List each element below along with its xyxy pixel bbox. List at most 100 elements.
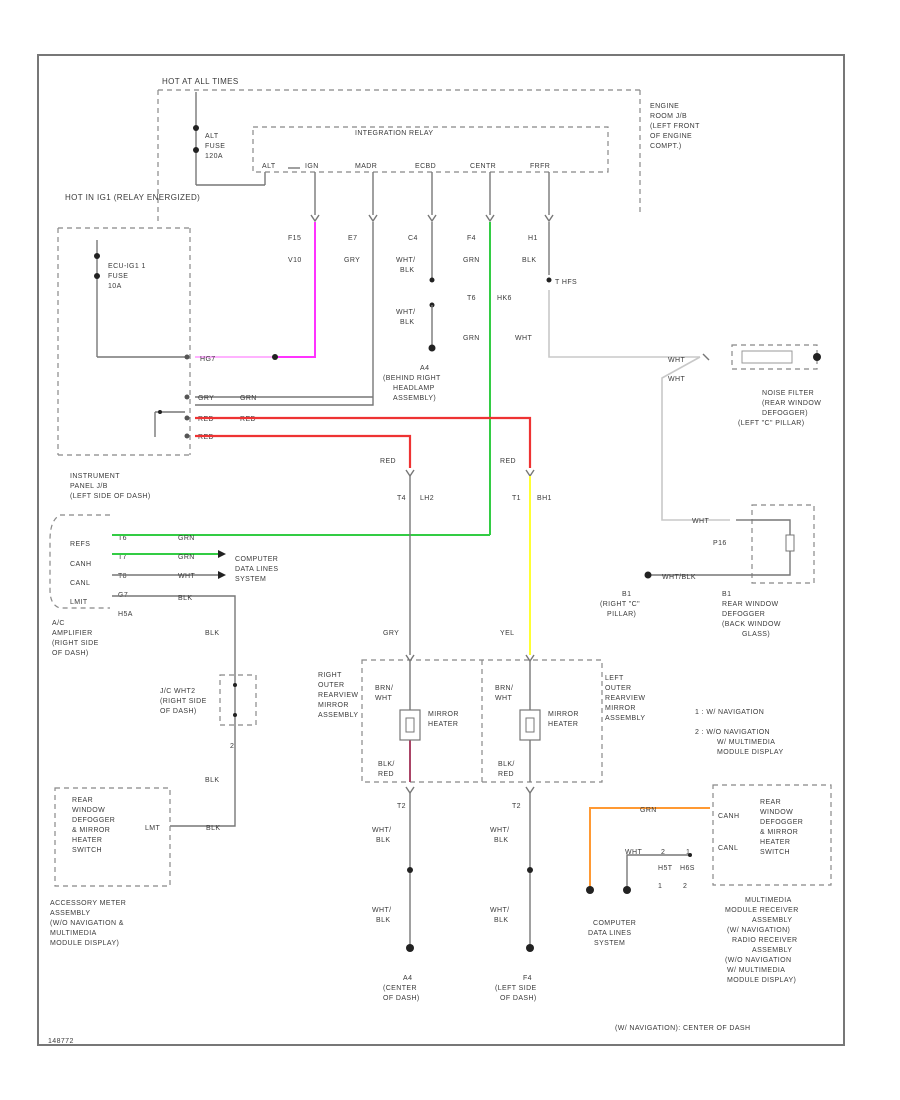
- mirror-pin-top-r1: BRN/: [375, 685, 393, 692]
- relay-pin-ecbd: ECBD: [415, 163, 436, 170]
- pin-v10: V10: [288, 257, 302, 264]
- pin-c4-whtblk-4: BLK: [400, 319, 414, 326]
- mm-3: ASSEMBLY: [752, 917, 792, 924]
- rear-switch-box: [54, 787, 171, 887]
- rs-6: SWITCH: [72, 847, 102, 854]
- mm-4: (W/ NAVIGATION): [727, 927, 790, 934]
- left-mirror-4: MIRROR: [605, 705, 636, 712]
- right-mirror-2: OUTER: [318, 682, 345, 689]
- defog-label-2: REAR WINDOW: [722, 601, 779, 608]
- right-mirror-1: RIGHT: [318, 672, 342, 679]
- pin-hk6: HK6: [497, 295, 512, 302]
- defogger-wire-2: WHT/BLK: [662, 574, 696, 581]
- jc-label-3: OF DASH): [160, 708, 197, 715]
- pin-e7: E7: [348, 235, 357, 242]
- blk-1: BLK: [205, 630, 219, 637]
- wb-2: 2: [661, 849, 665, 856]
- engine-room-jb-2: ROOM J/B: [650, 113, 687, 120]
- jb-grn-label: GRN: [240, 395, 257, 402]
- t2-l: T2: [512, 803, 521, 810]
- wbl1-2: BLK: [494, 837, 508, 844]
- mirror-pin-bot-r2: RED: [378, 771, 394, 778]
- ac-amp-4: OF DASH): [52, 650, 89, 657]
- mm-1: MULTIMEDIA: [745, 897, 792, 904]
- mirror-pin-bot-r1: BLK/: [378, 761, 395, 768]
- pin-grn-2: GRN: [463, 335, 480, 342]
- mm-7: (W/O NAVIGATION: [725, 957, 791, 964]
- ecu-ig1-fuse-2: FUSE: [108, 273, 128, 280]
- mirror-heater-r2: HEATER: [428, 721, 458, 728]
- pin-t6: T6: [467, 295, 476, 302]
- red-right-label: RED: [500, 458, 516, 465]
- instrument-jb-1: INSTRUMENT: [70, 473, 120, 480]
- relay-pin-alt: ALT: [262, 163, 276, 170]
- wb-3: 1: [686, 849, 690, 856]
- alt-fuse-line1: ALT: [205, 133, 219, 140]
- relay-pin-frfr: FRFR: [530, 163, 550, 170]
- acc-meter-1: ACCESSORY METER: [50, 900, 126, 907]
- pin-f15: F15: [288, 235, 301, 242]
- canl: CANL: [718, 845, 738, 852]
- mirror-pin-bot-l1: BLK/: [498, 761, 515, 768]
- ac-wire-grn-1: GRN: [178, 535, 195, 542]
- pin-c4-whtblk-1: WHT/: [396, 257, 415, 264]
- footer-code: 148772: [48, 1038, 74, 1045]
- acc-meter-2: ASSEMBLY: [50, 910, 90, 917]
- ac-pin-lmit: LMIT: [70, 599, 88, 606]
- b1-ground-3: PILLAR): [607, 611, 636, 618]
- diagram-frame: [37, 54, 845, 1046]
- cdl2-1: COMPUTER: [593, 920, 636, 927]
- pin-h1-blk: BLK: [522, 257, 536, 264]
- pin-c4-whtblk-3: WHT/: [396, 309, 415, 316]
- grn-bot: GRN: [640, 807, 657, 814]
- pin-c4-whtblk-2: BLK: [400, 267, 414, 274]
- jc-num: 2: [230, 743, 234, 750]
- hot-ig1-label: HOT IN IG1 (RELAY ENERGIZED): [65, 193, 200, 202]
- wb-5: H6S: [680, 865, 695, 872]
- wb-6: 1: [658, 883, 662, 890]
- jc-box: [219, 674, 257, 726]
- ac-code-t7: T7: [118, 554, 127, 561]
- ac-wire-blk: BLK: [178, 595, 192, 602]
- rs2-4: & MIRROR: [760, 829, 798, 836]
- instrument-jb-3: (LEFT SIDE OF DASH): [70, 493, 151, 500]
- ac-extra: H5A: [118, 611, 133, 618]
- jb-red-a: RED: [198, 416, 214, 423]
- wb-1: WHT: [625, 849, 642, 856]
- left-mirror-3: REARVIEW: [605, 695, 645, 702]
- ac-pin-canh: CANH: [70, 561, 91, 568]
- rs-2: WINDOW: [72, 807, 105, 814]
- cdl1-1: COMPUTER: [235, 556, 278, 563]
- noise-filter-4: (LEFT "C" PILLAR): [738, 420, 805, 427]
- wbr2-1: WHT/: [372, 907, 391, 914]
- pin-f4: F4: [467, 235, 476, 242]
- ac-pin-canl: CANL: [70, 580, 90, 587]
- wbl2-2: BLK: [494, 917, 508, 924]
- left-mirror-1: LEFT: [605, 675, 624, 682]
- mirror-pin-top-l1: BRN/: [495, 685, 513, 692]
- defog-label-5: GLASS): [742, 631, 770, 638]
- left-mirror-2: OUTER: [605, 685, 632, 692]
- engine-room-jb-1: ENGINE: [650, 103, 679, 110]
- a4-label-3: HEADLAMP: [393, 385, 435, 392]
- engine-room-jb-4: OF ENGINE: [650, 133, 692, 140]
- wbr1-1: WHT/: [372, 827, 391, 834]
- ac-wire-wht: WHT: [178, 573, 195, 580]
- b1-ground-2: (RIGHT "C": [600, 601, 640, 608]
- pin-wht-1: WHT: [515, 335, 532, 342]
- pink-wire-label: HG7: [200, 356, 216, 363]
- defogger-wire-1: WHT: [692, 518, 709, 525]
- wb-4: H5T: [658, 865, 673, 872]
- wbr1-2: BLK: [376, 837, 390, 844]
- noise-filter-3: DEFOGGER): [762, 410, 808, 417]
- cdl1-3: SYSTEM: [235, 576, 266, 583]
- yel-l: YEL: [500, 630, 514, 637]
- switch-pin: LMT: [145, 825, 161, 832]
- defog-label-1: B1: [722, 591, 731, 598]
- wbr2-2: BLK: [376, 917, 390, 924]
- right-mirror-4: MIRROR: [318, 702, 349, 709]
- legend-2: 2 : W/O NAVIGATION: [695, 729, 770, 736]
- mirror-heater-r1: MIRROR: [428, 711, 459, 718]
- rs-3: DEFOGGER: [72, 817, 115, 824]
- noise-filter-1: NOISE FILTER: [762, 390, 814, 397]
